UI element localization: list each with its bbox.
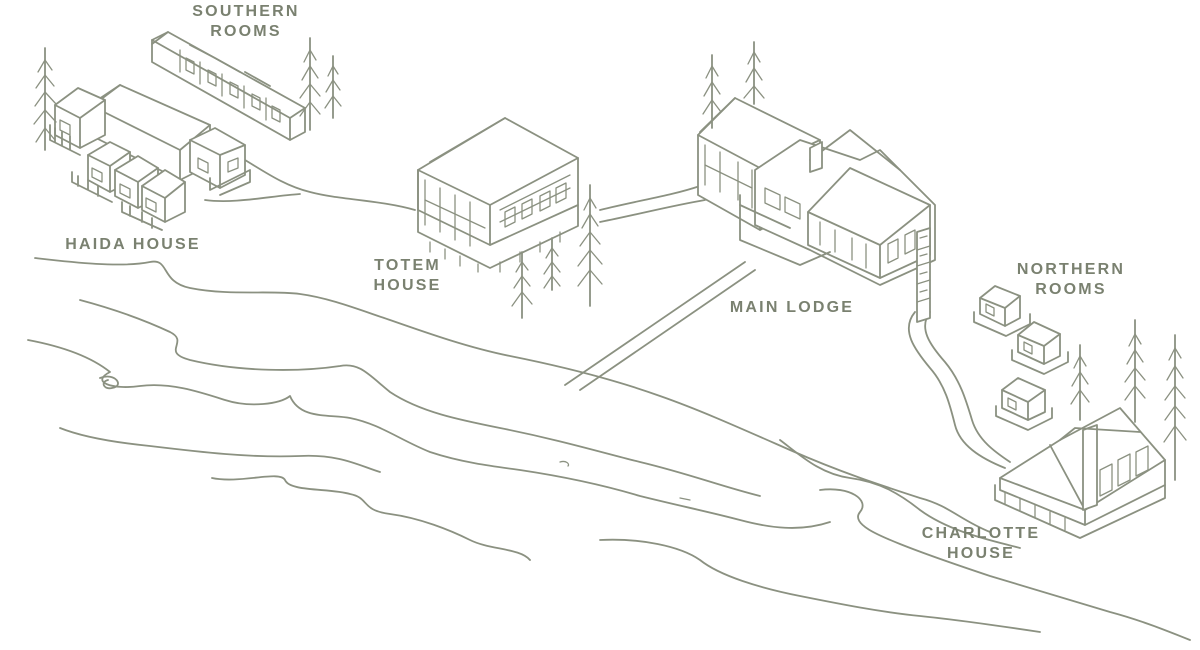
walking-paths [204,159,1011,469]
label-totem-house-line1: TOTEM [374,257,441,274]
label-main-lodge[interactable]: MAIN LODGE [722,298,862,318]
trees [33,37,1187,481]
label-charlotte-house[interactable]: CHARLOTTE HOUSE [914,524,1048,564]
tree [702,54,722,129]
shoreline [27,257,1191,641]
tree [511,251,533,319]
southern-rooms-building [151,31,306,141]
totem-pole [916,227,931,323]
label-northern-rooms-line1: NORTHERN [1016,261,1126,278]
northern-rooms-cabins [973,285,1069,431]
label-totem-house[interactable]: TOTEM HOUSE [360,256,455,296]
main-lodge-building [697,97,936,286]
tree [33,47,57,151]
tree [577,184,603,307]
label-northern-rooms[interactable]: NORTHERN ROOMS [1010,260,1132,300]
label-haida-house[interactable]: HAIDA HOUSE [58,235,208,255]
tree [1124,319,1146,423]
label-haida-house-line1: HAIDA HOUSE [65,236,201,253]
label-southern-rooms-line1: SOUTHERN [192,3,300,20]
charlotte-house-building [994,407,1166,539]
haida-house-building [49,84,251,231]
label-charlotte-house-line2: HOUSE [947,545,1015,562]
tree [299,37,321,131]
label-main-lodge-line1: MAIN LODGE [729,299,855,316]
tree [743,41,765,105]
label-charlotte-house-line1: CHARLOTTE [921,525,1041,542]
tree [1163,334,1187,481]
tree [543,237,561,291]
totem-house-building [417,117,579,273]
label-totem-house-line2: HOUSE [373,277,442,294]
label-southern-rooms-line2: ROOMS [210,23,282,40]
tree [1070,344,1090,421]
label-northern-rooms-line2: ROOMS [1035,281,1107,298]
tree [324,55,342,119]
label-southern-rooms[interactable]: SOUTHERN ROOMS [186,2,306,42]
